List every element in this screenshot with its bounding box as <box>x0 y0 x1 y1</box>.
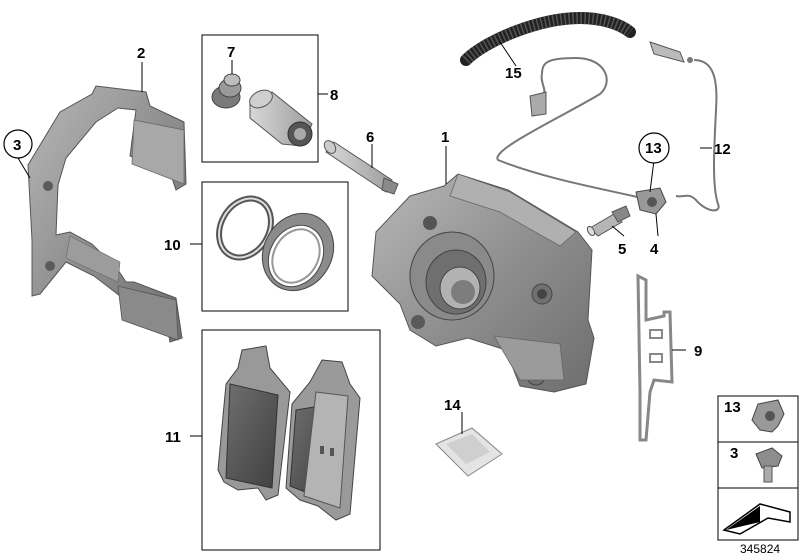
leader-lines <box>17 41 712 437</box>
callout-2: 2 <box>137 45 145 62</box>
callout-12: 12 <box>714 141 731 158</box>
protective-cap-icon <box>211 73 242 109</box>
cable-clip-small-icon <box>751 399 785 433</box>
callout-7: 7 <box>227 44 235 61</box>
callout-4: 4 <box>650 241 659 258</box>
dust-boot-icon <box>261 212 335 292</box>
grease-packet-icon <box>435 427 503 477</box>
callout-circle-13 <box>638 132 670 164</box>
callout-15: 15 <box>505 65 522 82</box>
brake-pads-icon <box>217 345 361 521</box>
spring-clip-icon <box>636 273 674 442</box>
callout-5: 5 <box>618 241 626 258</box>
guide-sleeve-icon <box>249 89 313 147</box>
callout-11: 11 <box>165 429 181 446</box>
legend-label-13: 13 <box>724 399 741 416</box>
protective-hose-icon <box>460 11 636 66</box>
bleeder-valve-icon <box>586 205 631 237</box>
corner-arrow-icon <box>722 503 791 535</box>
kit-box-11 <box>201 329 381 551</box>
brake-carrier-icon <box>27 85 187 343</box>
callout-8: 8 <box>330 87 338 104</box>
kit-box-10 <box>201 181 349 312</box>
cable-clip-icon <box>635 187 667 215</box>
callout-9: 9 <box>694 343 702 360</box>
screw-icon <box>755 447 783 483</box>
callout-10: 10 <box>164 237 181 254</box>
callout-13: 13 <box>645 140 662 157</box>
reference-number: 345824 <box>740 542 780 556</box>
callout-circle-3 <box>3 129 33 159</box>
guide-bolt-icon <box>323 140 399 195</box>
caliper-icon <box>371 173 595 393</box>
legend-label-3: 3 <box>730 445 738 462</box>
wear-sensor-icon <box>496 41 720 212</box>
callout-1: 1 <box>441 129 449 146</box>
callout-3: 3 <box>13 137 21 154</box>
callout-14: 14 <box>444 397 461 414</box>
callout-6: 6 <box>366 129 374 146</box>
kit-box-8 <box>201 34 319 163</box>
legend-panel <box>717 395 799 541</box>
